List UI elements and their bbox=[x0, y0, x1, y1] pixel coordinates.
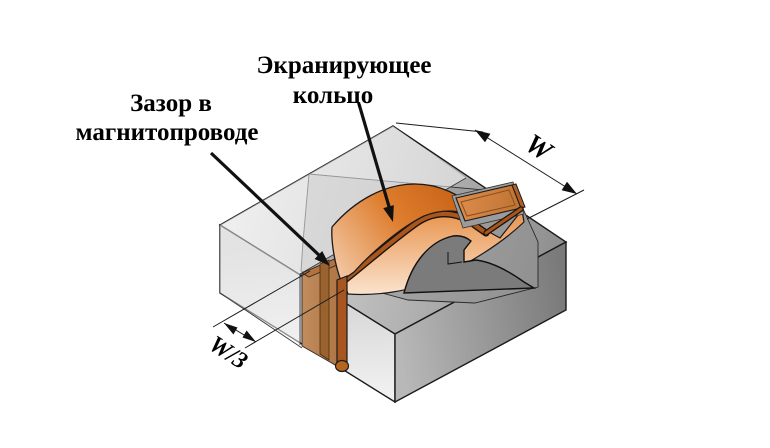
strip-end-face bbox=[511, 183, 526, 209]
top-copper-strip bbox=[451, 181, 526, 236]
label-shielding-ring: Экранирующее кольцо bbox=[256, 52, 431, 109]
dim-w-arrowhead-right bbox=[561, 181, 577, 194]
label-core-gap: Зазор в магнитопроводе bbox=[75, 90, 258, 146]
ring-foot bbox=[334, 359, 350, 373]
leader-arrow-ring bbox=[357, 103, 394, 222]
winding-dome bbox=[403, 235, 537, 294]
air-gap-slot bbox=[300, 254, 353, 371]
dome-notch-step bbox=[447, 252, 463, 265]
label-core-gap-line1: Зазор в bbox=[130, 90, 212, 117]
label-shielding-ring-line2: кольцо bbox=[293, 82, 373, 109]
dim-w3-arrowhead-left bbox=[224, 323, 238, 335]
dimension-w-label: W bbox=[519, 128, 559, 169]
leader-arrow-gap bbox=[209, 151, 330, 266]
ring-edge-in-gap bbox=[334, 275, 350, 373]
dim-w3-arrowhead-right bbox=[242, 330, 256, 342]
dim-w-arrowhead-left bbox=[475, 130, 491, 143]
label-core-gap-line2: магнитопроводе bbox=[75, 119, 258, 146]
label-shielding-ring-line1: Экранирующее bbox=[256, 52, 431, 79]
